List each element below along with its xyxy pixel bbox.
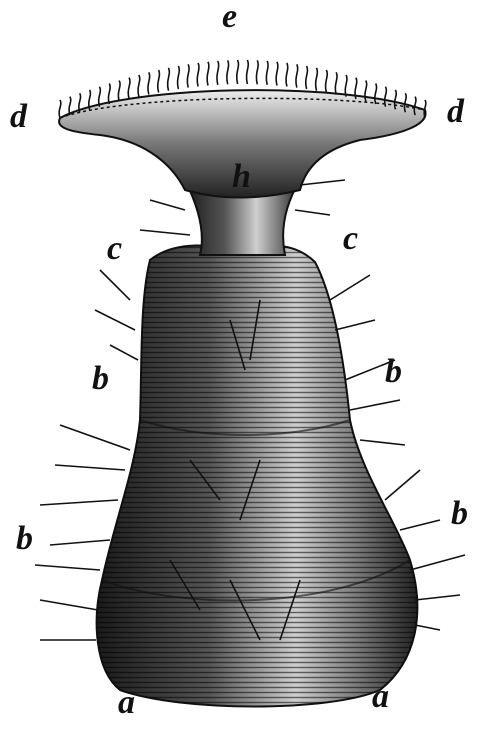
tentacle [128,78,130,99]
tentacle [276,62,278,86]
label-b-right-lower: b [451,497,468,531]
tentacle [158,70,160,93]
label-b-right-upper: b [385,355,402,389]
label-b-left-lower: b [16,522,33,556]
tentacle [207,62,209,86]
tentacle [266,61,268,85]
tentacle [138,75,140,97]
label-a-left: a [118,686,135,720]
tentacle [168,68,170,91]
tentacle [306,66,308,89]
tentacle [256,60,258,84]
specimen-body [80,240,430,720]
tentacle [178,66,180,89]
label-c-left: c [107,232,122,266]
tentacle [286,63,288,87]
label-h: h [232,160,251,194]
tentacle [345,75,347,97]
label-d-left: d [10,100,27,134]
tentacle [335,72,337,94]
tentacle [316,68,318,91]
tentacle [197,63,199,87]
tentacle [247,60,249,84]
label-b-left-upper: b [92,362,109,396]
tentacle [108,84,110,105]
tentacle [326,70,328,93]
tentacle [148,72,150,94]
tentacle [217,61,219,85]
tentacle [187,64,189,87]
tentacle [227,60,229,84]
tentacle [118,81,120,102]
tentacle [59,100,61,118]
label-e: e [222,0,237,34]
label-a-right: a [372,680,389,714]
tentacle [237,60,239,84]
label-c-right: c [343,222,358,256]
tentacle [296,64,298,87]
label-d-right: d [447,95,464,129]
